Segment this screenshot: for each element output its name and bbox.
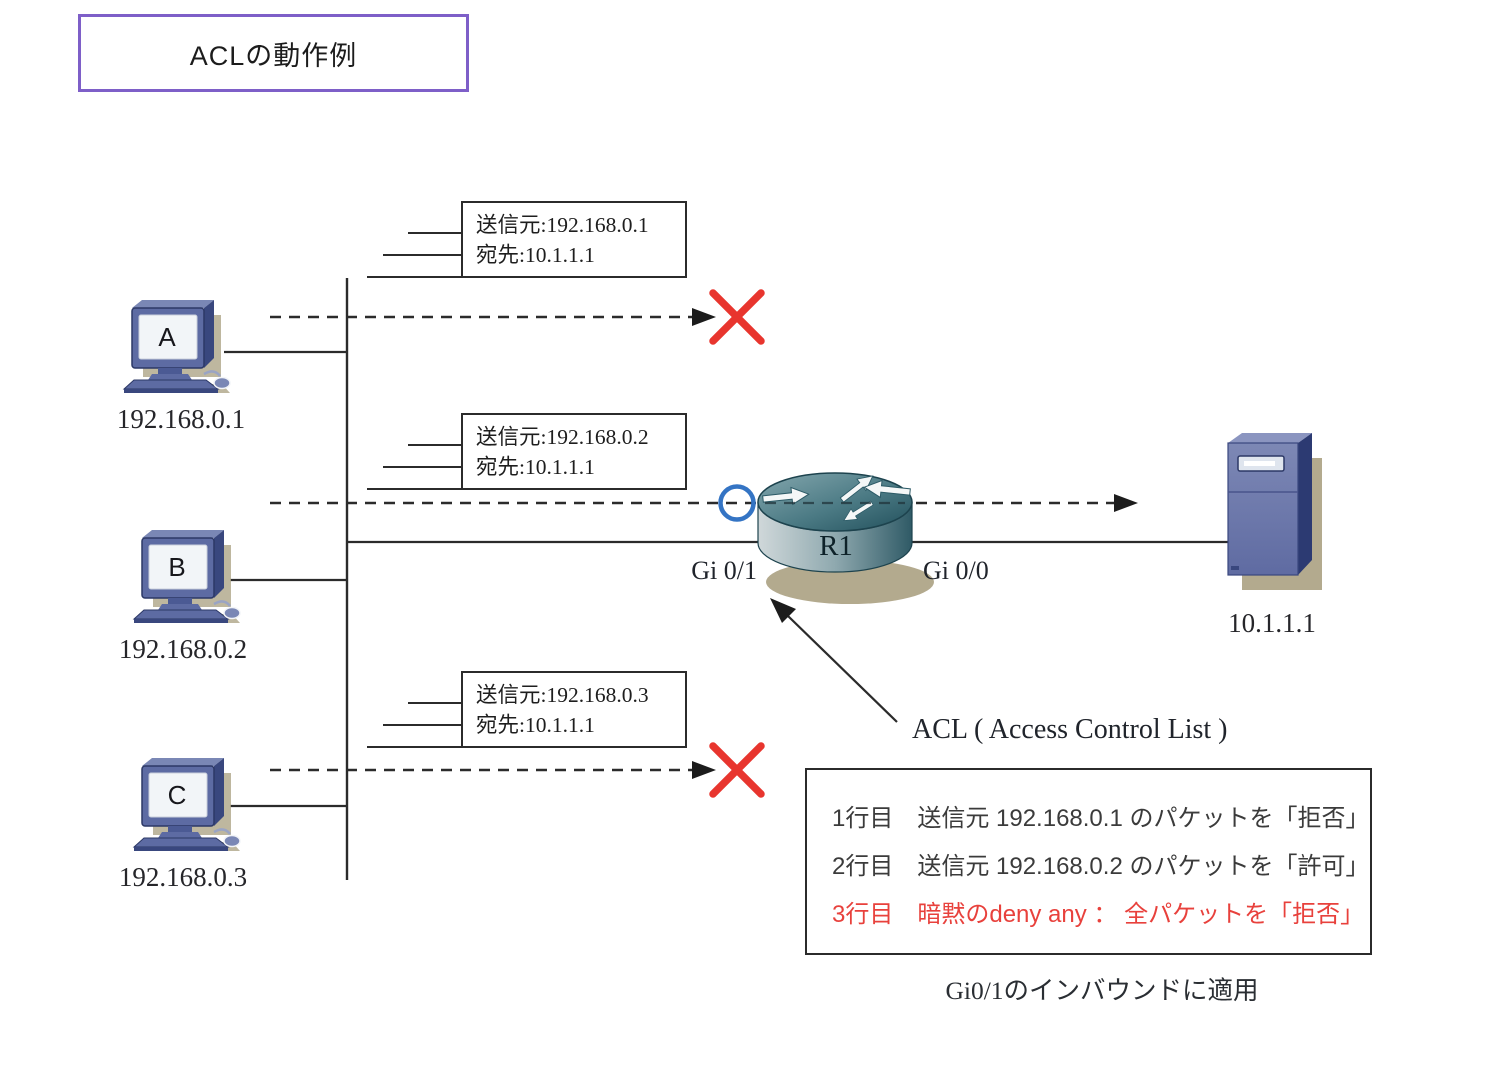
acl-rules-box: 1行目 送信元 192.168.0.1 のパケットを「拒否」 2行目 送信元 1… bbox=[805, 768, 1372, 955]
packet-dest-label: 宛先:10.1.1.1 bbox=[476, 243, 595, 267]
packet-b-trail-lines bbox=[367, 444, 463, 490]
router-left-interface-label: Gi 0/1 bbox=[691, 556, 757, 585]
title-box: ACLの動作例 bbox=[78, 14, 469, 92]
packet-b-flow-arrow bbox=[270, 494, 1138, 512]
packet-c-label-box: 送信元:192.168.0.3 宛先:10.1.1.1 bbox=[461, 671, 687, 748]
host-a-name: A bbox=[158, 322, 176, 352]
acl-rule-line-3: 3行目 暗黙のdeny any ： 全パケットを「拒否」 bbox=[832, 901, 1365, 928]
acl-rule-line-2: 2行目 送信元 192.168.0.2 のパケットを「許可」 bbox=[832, 853, 1370, 880]
packet-b-label-box: 送信元:192.168.0.2 宛先:10.1.1.1 bbox=[461, 413, 687, 490]
acl-rule-line-1: 1行目 送信元 192.168.0.1 のパケットを「拒否」 bbox=[832, 805, 1370, 832]
packet-source-label: 送信元:192.168.0.1 bbox=[476, 213, 649, 237]
host-b-ip-label: 192.168.0.2 bbox=[118, 634, 248, 664]
router-right-interface-label: Gi 0/0 bbox=[923, 556, 989, 585]
packet-c-trail-lines bbox=[367, 702, 463, 748]
packet-dest-label: 宛先:10.1.1.1 bbox=[476, 455, 595, 479]
acl-apply-caption: Gi0/1のインバウンドに適用 bbox=[945, 976, 1259, 1005]
server-ip-label: 10.1.1.1 bbox=[1228, 608, 1316, 638]
page-title: ACLの動作例 bbox=[189, 40, 358, 71]
packet-a-flow-arrow bbox=[270, 308, 716, 326]
host-c-ip-label: 192.168.0.3 bbox=[118, 862, 248, 892]
packet-source-label: 送信元:192.168.0.2 bbox=[476, 425, 649, 449]
packet-dest-label: 宛先:10.1.1.1 bbox=[476, 713, 595, 737]
packet-source-label: 送信元:192.168.0.3 bbox=[476, 683, 649, 707]
router-name-label: R1 bbox=[819, 530, 853, 562]
router-icon bbox=[757, 469, 934, 604]
host-a-ip-label: 192.168.0.1 bbox=[116, 404, 246, 434]
deny-x-icon bbox=[709, 289, 765, 345]
deny-x-icon bbox=[709, 742, 765, 798]
server-icon bbox=[1227, 433, 1322, 590]
host-c-name: C bbox=[167, 780, 187, 810]
acl-pointer-arrow bbox=[770, 598, 898, 723]
permit-circle-icon bbox=[718, 484, 756, 522]
packet-a-label-box: 送信元:192.168.0.1 宛先:10.1.1.1 bbox=[461, 201, 687, 278]
packet-a-trail-lines bbox=[367, 232, 463, 278]
host-b-name: B bbox=[168, 552, 186, 582]
packet-c-flow-arrow bbox=[270, 761, 716, 779]
acl-annotation-label: ACL ( Access Control List ) bbox=[912, 714, 1228, 745]
